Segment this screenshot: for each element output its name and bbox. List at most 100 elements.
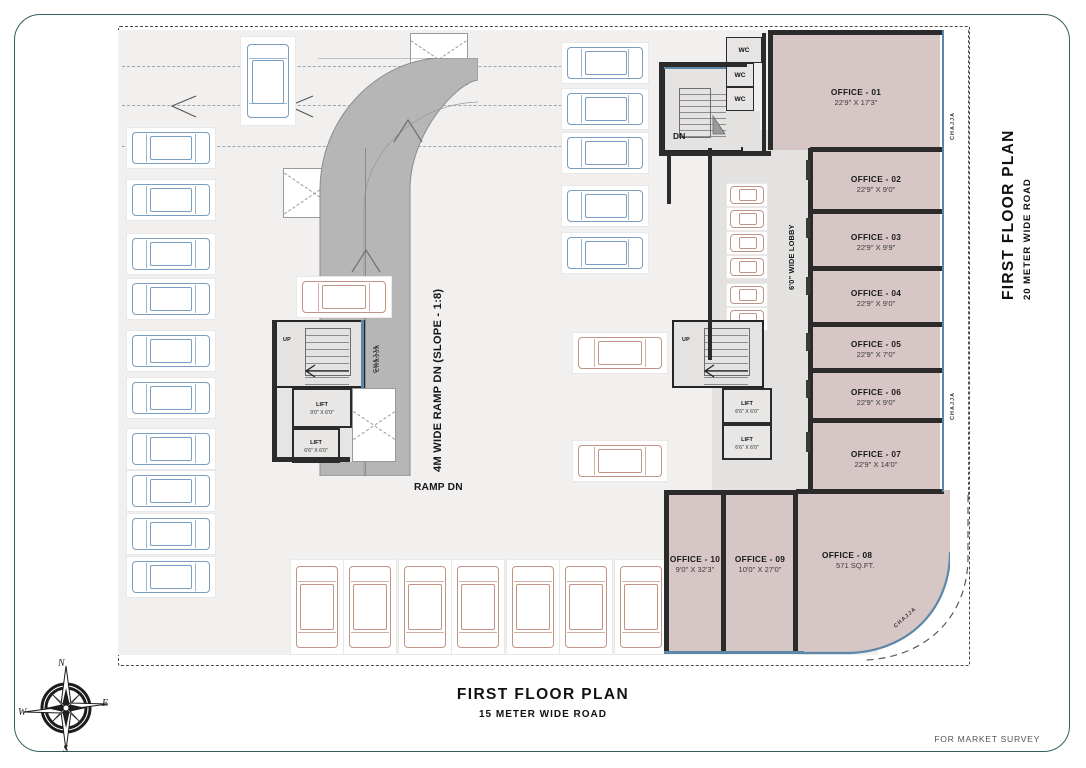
bottom-title-block: FIRST FLOOR PLAN 15 METER WIDE ROAD [0, 686, 1086, 720]
door-jamb-01 [806, 160, 810, 180]
office-04-dim: 22'9" X 9'0" [856, 299, 896, 308]
ramp-vertical-label: 4M WIDE RAMP DN (SLOPE - 1:8) [432, 288, 444, 472]
car-left-6 [132, 382, 210, 414]
lift-right-1-dim: 6'6" X 6'0" [735, 409, 759, 415]
office-01-dim: 22'9" X 17'3" [834, 98, 878, 107]
car-slot-left-5 [126, 330, 216, 372]
door-jamb-02 [806, 218, 810, 238]
office-05[interactable]: OFFICE - 05 22'9" X 7'0" [812, 327, 940, 371]
compass-rose: N S E W [18, 658, 114, 756]
chajja-dash-right [968, 30, 969, 500]
left-core-blue-edge [361, 320, 364, 388]
wall-office10-top [664, 490, 726, 495]
office-05-name: OFFICE - 05 [850, 339, 902, 349]
lift-right-2: LIFT 6'6" X 6'0" [722, 424, 772, 460]
office-01[interactable]: OFFICE - 01 22'9" X 17'3" [772, 33, 940, 150]
office-02-dim: 22'9" X 9'0" [856, 185, 896, 194]
lift-right-2-dim: 6'6" X 6'0" [735, 445, 759, 451]
top-stair-rail [679, 88, 711, 138]
car-b-6 [565, 566, 607, 648]
car-b-4 [457, 566, 499, 648]
wall-core-top [659, 62, 747, 67]
lift-right-1: LIFT 6'6" X 6'0" [722, 388, 772, 424]
office-02[interactable]: OFFICE - 02 22'9" X 9'0" [812, 152, 940, 212]
car-left-8 [132, 475, 210, 507]
left-stair-rail [305, 328, 351, 376]
car-b-5 [512, 566, 554, 648]
left-stair: UP [273, 320, 365, 388]
ramp-arrow-up-2 [351, 248, 381, 273]
lobby-car-5 [730, 286, 764, 304]
car-slot-left-1 [126, 127, 216, 169]
lobby-car-1 [730, 186, 764, 204]
right-title-main: FIRST FLOOR PLAN [1000, 129, 1017, 300]
car-slot-b-6 [559, 559, 613, 655]
car-left-3 [132, 238, 210, 270]
car-leftcore [302, 281, 386, 313]
wall-corridor-vertical [808, 148, 813, 494]
left-stair-direction-arrow [304, 364, 349, 378]
car-slot-b-4 [451, 559, 505, 655]
wall-office09-right [793, 494, 798, 654]
door-jamb-03 [806, 277, 810, 295]
wall-partition-01-02 [810, 147, 942, 152]
top-stair-blue-edge [663, 66, 743, 69]
office-03-name: OFFICE - 03 [850, 232, 902, 242]
car-mr-2 [578, 445, 662, 477]
left-stair-up-label: UP [283, 337, 291, 343]
car-slot-b-5 [506, 559, 560, 655]
car-b-2 [349, 566, 391, 648]
office-06-name: OFFICE - 06 [850, 387, 902, 397]
car-slot-tc-4 [561, 185, 649, 227]
office-06[interactable]: OFFICE - 06 22'9" X 9'0" [812, 373, 940, 421]
lobby-car-4 [730, 258, 764, 276]
lift-left-2-name: LIFT [310, 440, 322, 446]
office-05-dim: 22'9" X 7'0" [856, 350, 896, 359]
office-03[interactable]: OFFICE - 03 22'9" X 9'9" [812, 214, 940, 269]
office-02-name: OFFICE - 02 [850, 174, 902, 184]
office-03-dim: 22'9" X 9'9" [856, 243, 896, 252]
office-07-dim: 22'9" X 14'0" [854, 460, 898, 469]
office-08-shape[interactable] [798, 490, 950, 655]
office-09-name: OFFICE - 09 [734, 554, 786, 564]
car-slot-b-7 [614, 559, 668, 655]
car-b-7 [620, 566, 662, 648]
office-09[interactable]: OFFICE - 09 10'0" X 27'0" [725, 494, 795, 654]
right-stair-rail [704, 328, 750, 376]
car-slot-left-6 [126, 377, 216, 419]
compass-south-label: S [63, 744, 68, 755]
office-10[interactable]: OFFICE - 10 9'0" X 32'3" [667, 494, 723, 654]
wall-wc-right [762, 33, 766, 151]
ramp-arrow-up-3 [393, 118, 423, 143]
lift-left-2-dim: 6'6" X 6'0" [304, 448, 328, 454]
office-01-name: OFFICE - 01 [830, 87, 882, 97]
car-left-2 [132, 184, 210, 216]
wall-core-left [659, 62, 664, 156]
office-04[interactable]: OFFICE - 04 22'9" X 9'0" [812, 271, 940, 325]
car-tc-1 [567, 47, 643, 79]
office-09-dim: 10'0" X 27'0" [738, 565, 782, 574]
door-jamb-04 [806, 333, 810, 351]
car-slot-left-2 [126, 179, 216, 221]
office-08-dim: 571 SQ.FT. [836, 561, 875, 570]
lobby-car-3 [730, 234, 764, 252]
wall-lobby-step [667, 156, 671, 204]
lift-right-1-name: LIFT [741, 401, 753, 407]
office-07[interactable]: OFFICE - 07 22'9" X 14'0" [812, 423, 940, 491]
lobby-car-2 [730, 210, 764, 228]
office-07-name: OFFICE - 07 [850, 449, 902, 459]
car-tc-4 [567, 190, 643, 222]
office-10-name: OFFICE - 10 [669, 554, 721, 564]
car-slot-left-3 [126, 233, 216, 275]
door-jamb-05 [806, 380, 810, 398]
left-core-void [352, 388, 396, 462]
top-stair-dn-label: DN [673, 131, 686, 141]
door-jamb-06 [806, 432, 810, 452]
bottom-title-main: FIRST FLOOR PLAN [456, 686, 630, 703]
wall-office09-10 [721, 494, 726, 654]
car-slot-left-7 [126, 428, 216, 470]
car-slot-left-8 [126, 470, 216, 512]
wall-partition-03-04 [810, 266, 942, 271]
car-tc-3 [567, 137, 643, 169]
wall-office-left-top [768, 30, 773, 150]
